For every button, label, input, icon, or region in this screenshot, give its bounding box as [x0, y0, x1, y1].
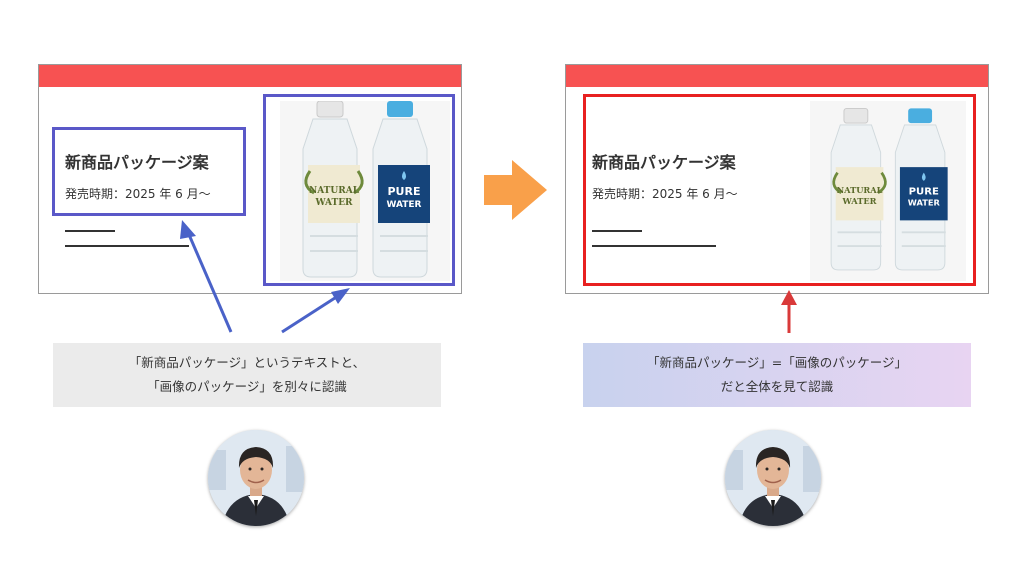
pure-water-bottle: PURE WATER — [894, 108, 948, 271]
person-avatar-right — [725, 430, 821, 526]
left-mockup-card: 新商品パッケージ案 発売時期：2025 年 6 月〜 NATURAL WATER — [38, 64, 462, 294]
left-caption-box: 「新商品パッケージ」というテキストと、 「画像のパッケージ」を別々に認識 — [53, 343, 441, 407]
person-avatar-left — [208, 430, 304, 526]
right-bottle-image: NATURAL WATER PURE WATER — [810, 101, 966, 281]
arrow-to-image-box — [281, 294, 339, 334]
arrow-to-text-box — [185, 229, 233, 333]
svg-text:NATURAL: NATURAL — [309, 186, 360, 196]
left-card-title: 新商品パッケージ案 — [65, 153, 209, 172]
right-card-short-line — [592, 230, 642, 232]
left-caption-line2: 「画像のパッケージ」を別々に認識 — [147, 379, 347, 394]
svg-text:PURE: PURE — [388, 185, 421, 198]
left-card-long-line — [65, 245, 189, 247]
svg-text:WATER: WATER — [842, 196, 877, 206]
right-card-title: 新商品パッケージ案 — [592, 153, 736, 172]
left-card-short-line — [65, 230, 115, 232]
arrow-head-text-box — [180, 220, 196, 239]
right-caption-line2: だと全体を見て認識 — [720, 379, 834, 394]
left-card-header-bar — [39, 65, 461, 87]
left-bottle-image: NATURAL WATER PURE WATER — [280, 101, 450, 281]
whole-card-highlight-box — [583, 94, 976, 286]
right-caption-line1: 「新商品パッケージ」=「画像のパッケージ」 — [647, 355, 907, 370]
arrow-head-whole-card — [781, 290, 797, 305]
arrow-head-image-box — [331, 288, 350, 304]
arrow-right-icon — [484, 160, 547, 220]
right-card-header-bar — [566, 65, 988, 87]
right-card-release-date: 発売時期：2025 年 6 月〜 — [592, 187, 738, 201]
left-card-release-date: 発売時期：2025 年 6 月〜 — [65, 187, 211, 201]
right-caption-box: 「新商品パッケージ」=「画像のパッケージ」 だと全体を見て認識 — [583, 343, 971, 407]
svg-text:NATURAL: NATURAL — [837, 185, 883, 195]
svg-text:WATER: WATER — [908, 198, 941, 208]
image-highlight-box — [263, 94, 455, 286]
svg-text:WATER: WATER — [386, 200, 421, 210]
natural-water-bottle: NATURAL WATER — [302, 101, 364, 278]
text-highlight-box — [52, 127, 246, 216]
svg-text:PURE: PURE — [909, 187, 939, 198]
svg-text:WATER: WATER — [314, 198, 353, 208]
right-card-long-line — [592, 245, 716, 247]
right-mockup-card: 新商品パッケージ案 発売時期：2025 年 6 月〜 NATURAL WATER… — [565, 64, 989, 294]
natural-water-bottle: NATURAL WATER — [830, 107, 887, 271]
left-caption-line1: 「新商品パッケージ」というテキストと、 — [128, 355, 366, 370]
pure-water-bottle: PURE WATER — [372, 101, 430, 278]
